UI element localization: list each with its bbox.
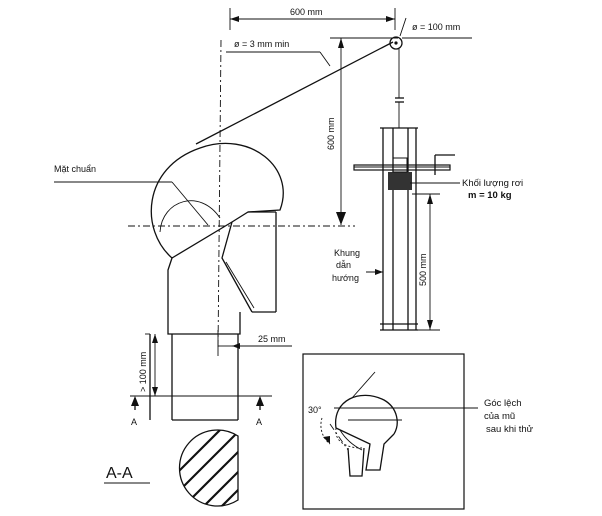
dim-cable-diameter-label: ø = 3 mm min (234, 39, 289, 49)
dimension-600-vertical: 600 mm (326, 37, 398, 225)
guide-frame-line3: hướng (332, 273, 359, 283)
guide-frame (353, 49, 460, 331)
pulley: ø = 100 mm (389, 17, 472, 50)
dim-600-horizontal-label: 600 mm (290, 7, 323, 17)
section-mark-right-label: A (256, 417, 262, 427)
guide-frame-line2: dẫn (336, 260, 351, 270)
deflection-line1: Góc lệch (484, 398, 522, 409)
section-title: A-A (106, 465, 133, 482)
section-a-a: A-A (104, 429, 239, 507)
dim-pulley-diameter-label: ø = 100 mm (412, 22, 460, 32)
deflection-line2: của mũ (484, 411, 515, 422)
dimension-100-vertical: > 100 mm (138, 333, 158, 396)
dim-600-vertical-label: 600 mm (326, 117, 336, 150)
deflection-inset: 30° (302, 353, 478, 510)
dimension-500-vertical: 500 mm (412, 193, 440, 331)
section-mark-left-label: A (131, 417, 137, 427)
angle-30-label: 30° (308, 405, 322, 415)
deflection-line3: sau khi thử (486, 424, 534, 435)
dim-100-vertical-label: > 100 mm (138, 352, 148, 392)
headform (130, 142, 284, 421)
reference-plane-label: Mặt chuẩn (54, 164, 96, 174)
section-mark-right: A (256, 396, 264, 427)
dimension-600-horizontal: 600 mm (229, 7, 396, 30)
cable: ø = 3 mm min (195, 39, 394, 145)
section-mark-left: A (131, 396, 139, 427)
falling-mass-line1: Khối lượng rơi (462, 178, 523, 189)
guide-frame-label: Khung dẫn hướng (332, 248, 383, 283)
dim-500-vertical-label: 500 mm (418, 253, 428, 286)
falling-mass-line2: m = 10 kg (468, 190, 512, 201)
dim-25-label: 25 mm (258, 334, 286, 344)
guide-frame-line1: Khung (334, 248, 360, 258)
reference-plane: Mặt chuẩn (54, 164, 355, 227)
dimension-25: 25 mm (217, 330, 292, 356)
helmet-axis-line (217, 39, 222, 351)
